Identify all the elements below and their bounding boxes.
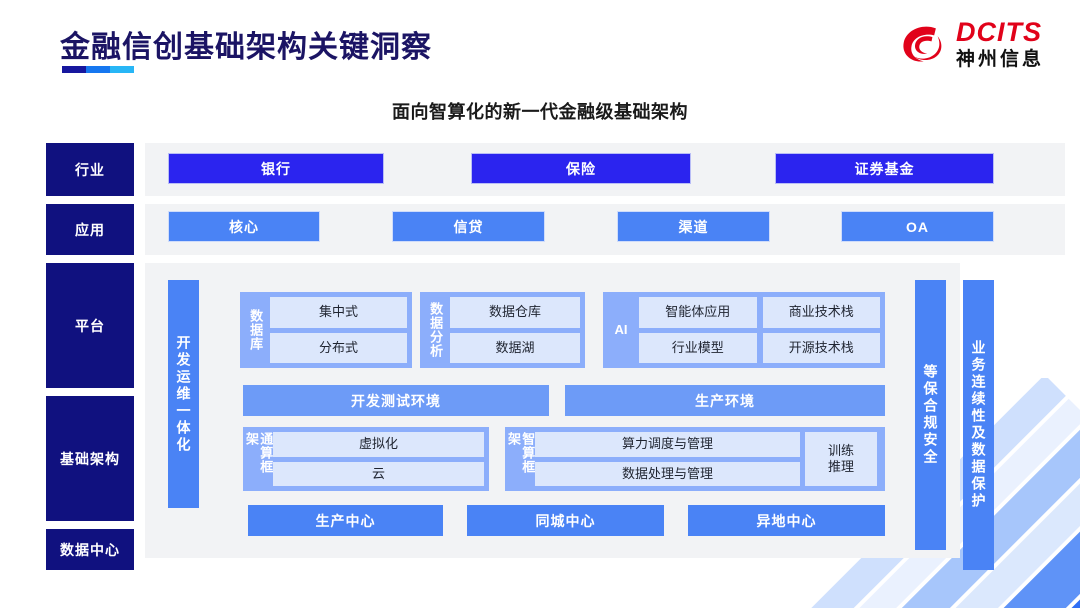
- layer-tag-platform: 平台: [46, 263, 134, 388]
- group-label-intelligent-compute: 智算框架: [506, 432, 536, 474]
- group-row: 集中式: [270, 297, 407, 328]
- group-row: 智能体应用 商业技术栈: [639, 297, 880, 328]
- cell-industry-model[interactable]: 行业模型: [639, 332, 757, 363]
- application-chip-core[interactable]: 核心: [168, 211, 320, 242]
- dcits-swirl-icon: [903, 26, 942, 62]
- platform-group-database[interactable]: 数据库 集中式 分布式: [240, 292, 412, 368]
- cell-commercial-tech-stack[interactable]: 商业技术栈: [762, 297, 880, 328]
- cell-train-inference[interactable]: 训练 推理: [805, 432, 877, 486]
- application-chip-oa[interactable]: OA: [841, 211, 994, 242]
- group-body-general-compute: 虚拟化 云: [273, 432, 484, 486]
- group-body-database: 集中式 分布式: [270, 297, 407, 363]
- environment-bar-production[interactable]: 生产环境: [565, 385, 885, 416]
- layer-tag-infrastructure: 基础架构: [46, 396, 134, 521]
- title-underline-rule: [62, 66, 134, 73]
- environment-bar-dev-test[interactable]: 开发测试环境: [243, 385, 549, 416]
- layer-tag-datacenter: 数据中心: [46, 529, 134, 570]
- side-column-compliance-security[interactable]: 等保合规安全: [915, 280, 946, 550]
- logo-text-cn: 神州信息: [955, 49, 1044, 70]
- group-body-data-analysis: 数据仓库 数据湖: [450, 297, 580, 363]
- datacenter-bar-remote[interactable]: 异地中心: [688, 505, 885, 536]
- rule-segment-navy: [62, 66, 86, 73]
- group-row: 虚拟化: [273, 432, 484, 457]
- group-row: 云: [273, 461, 484, 486]
- industry-chip-securities-fund[interactable]: 证券基金: [775, 153, 994, 184]
- datacenter-bar-production[interactable]: 生产中心: [248, 505, 443, 536]
- rule-segment-blue: [86, 66, 110, 73]
- group-row: 算力调度与管理: [535, 432, 800, 457]
- datacenter-bar-metro[interactable]: 同城中心: [467, 505, 664, 536]
- cell-data-processing[interactable]: 数据处理与管理: [535, 461, 800, 486]
- group-label-database: 数据库: [248, 309, 264, 351]
- cell-compute-scheduling[interactable]: 算力调度与管理: [535, 432, 800, 457]
- platform-group-data-analysis[interactable]: 数据分析 数据仓库 数据湖: [420, 292, 585, 368]
- industry-chip-insurance[interactable]: 保险: [471, 153, 691, 184]
- cell-virtualization[interactable]: 虚拟化: [273, 432, 484, 457]
- group-row: 行业模型 开源技术栈: [639, 332, 880, 363]
- cell-data-lake[interactable]: 数据湖: [450, 332, 580, 363]
- group-row: 数据处理与管理: [535, 461, 800, 486]
- cell-distributed[interactable]: 分布式: [270, 332, 407, 363]
- framework-general-compute[interactable]: 通算框架 虚拟化 云: [243, 427, 489, 491]
- group-label-ai: AI: [614, 321, 628, 337]
- logo-wordmark: DCITS 神州信息: [955, 17, 1044, 70]
- group-label-general-compute: 通算框架: [244, 432, 274, 474]
- group-body-ai: 智能体应用 商业技术栈 行业模型 开源技术栈: [639, 297, 880, 363]
- side-column-business-continuity[interactable]: 业务连续性及数据保护: [963, 280, 994, 570]
- group-label-data-analysis: 数据分析: [428, 302, 444, 358]
- framework-intelligent-compute[interactable]: 智算框架 算力调度与管理 数据处理与管理 训练 推理: [505, 427, 885, 491]
- cell-agent-application[interactable]: 智能体应用: [639, 297, 757, 328]
- group-body-intelligent-compute: 算力调度与管理 数据处理与管理: [535, 432, 800, 486]
- cell-data-warehouse[interactable]: 数据仓库: [450, 297, 580, 328]
- page-title: 金融信创基础架构关键洞察: [60, 31, 432, 64]
- group-row: 分布式: [270, 332, 407, 363]
- brand-logo: DCITS 神州信息: [896, 18, 1044, 70]
- devops-vertical-column[interactable]: 开发运维一体化: [168, 280, 199, 508]
- rule-segment-cyan: [110, 66, 134, 73]
- layer-tag-application: 应用: [46, 204, 134, 255]
- page-subtitle: 面向智算化的新一代金融级基础架构: [392, 102, 688, 122]
- cell-cloud[interactable]: 云: [273, 461, 484, 486]
- group-row: 数据仓库: [450, 297, 580, 328]
- group-row: 数据湖: [450, 332, 580, 363]
- industry-chip-bank[interactable]: 银行: [168, 153, 384, 184]
- logo-text-en: DCITS: [955, 17, 1042, 47]
- layer-tag-industry: 行业: [46, 143, 134, 196]
- platform-group-ai[interactable]: AI 智能体应用 商业技术栈 行业模型 开源技术栈: [603, 292, 885, 368]
- cell-opensource-tech-stack[interactable]: 开源技术栈: [762, 332, 880, 363]
- application-chip-credit[interactable]: 信贷: [392, 211, 545, 242]
- cell-centralized[interactable]: 集中式: [270, 297, 407, 328]
- application-chip-channel[interactable]: 渠道: [617, 211, 770, 242]
